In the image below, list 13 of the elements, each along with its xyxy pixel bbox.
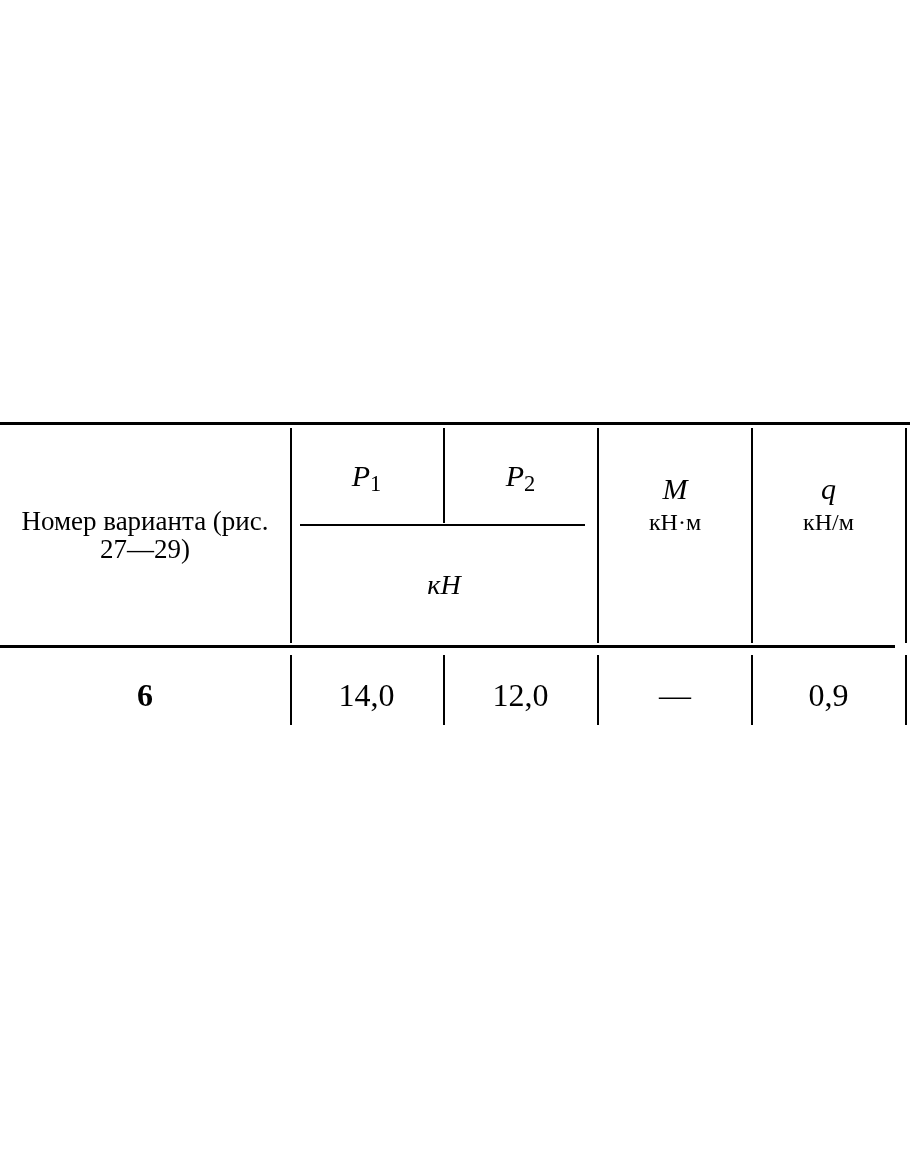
table-cell-text: P$_{1}$ bbox=[350, 457, 383, 498]
table-cell-text: кН/м bbox=[802, 508, 855, 537]
table-cell-text: Номер варианта (рис. 27—29) bbox=[20, 506, 270, 564]
table-cell-text: кН·м bbox=[647, 508, 703, 537]
table-cell-text: M bbox=[661, 470, 690, 507]
table-cell-text: P$_{2}$ bbox=[504, 457, 537, 498]
table-cell-text: — bbox=[657, 676, 693, 715]
table-cell-text: 6 bbox=[136, 676, 154, 715]
table-cell-text: 14,0 bbox=[337, 676, 396, 715]
table-cell-text: 0,9 bbox=[807, 676, 850, 715]
table-cell-text: 12,0 bbox=[491, 676, 550, 715]
table-cell-text: q bbox=[820, 470, 837, 507]
table-cell-text: кН bbox=[426, 568, 463, 602]
